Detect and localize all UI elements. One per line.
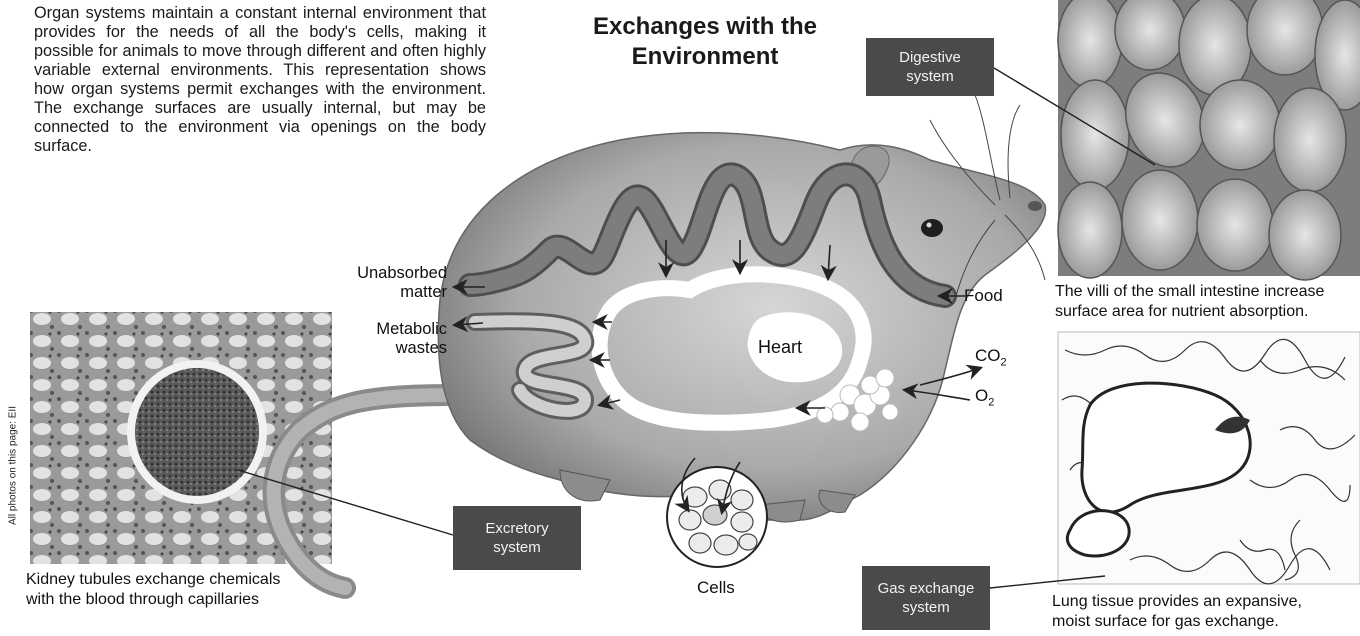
o2-label: O2 [975,386,994,412]
excretory-system-box: Excretory system [453,506,581,570]
food-label: Food [964,286,1003,305]
o2-text: O [975,386,988,405]
villi-photo [1058,0,1360,280]
lung-caption-line-2: moist surface for gas exchange. [1052,612,1352,632]
gas-box-line-2: system [902,598,950,617]
lung-caption-line-1: Lung tissue provides an expansive, [1052,592,1352,612]
metabolic-line-1: Metabolic [330,320,447,339]
villi-caption-line-1: The villi of the small intestine increas… [1055,282,1360,302]
villi-caption-line-2: surface area for nutrient absorption. [1055,302,1360,322]
digestive-box-line-2: system [906,67,954,86]
villi-caption: The villi of the small intestine increas… [1055,282,1360,322]
lung-photo [1058,332,1360,584]
lung-caption: Lung tissue provides an expansive, moist… [1052,592,1352,632]
unabsorbed-line-2: matter [330,283,447,302]
o2-subscript: 2 [988,396,994,408]
co2-subscript: 2 [1001,356,1007,368]
metabolic-wastes-label: Metabolic wastes [330,320,447,358]
gas-box-line-1: Gas exchange [878,579,975,598]
heart-label: Heart [758,338,802,357]
metabolic-line-2: wastes [330,339,447,358]
co2-label: CO2 [975,346,1007,372]
unabsorbed-matter-label: Unabsorbed matter [330,264,447,302]
gas-exchange-system-box: Gas exchange system [862,566,990,630]
kidney-caption-line-1: Kidney tubules exchange chemicals [26,570,336,590]
cells-label: Cells [697,578,735,597]
digestive-box-line-1: Digestive [899,48,961,67]
excretory-box-line-2: system [493,538,541,557]
kidney-caption-line-2: with the blood through capillaries [26,590,336,610]
photo-credit: All photos on this page: EII [8,391,19,541]
excretory-box-line-1: Excretory [485,519,548,538]
co2-text: CO [975,346,1001,365]
digestive-system-box: Digestive system [866,38,994,96]
kidney-caption: Kidney tubules exchange chemicals with t… [26,570,336,610]
unabsorbed-line-1: Unabsorbed [330,264,447,283]
